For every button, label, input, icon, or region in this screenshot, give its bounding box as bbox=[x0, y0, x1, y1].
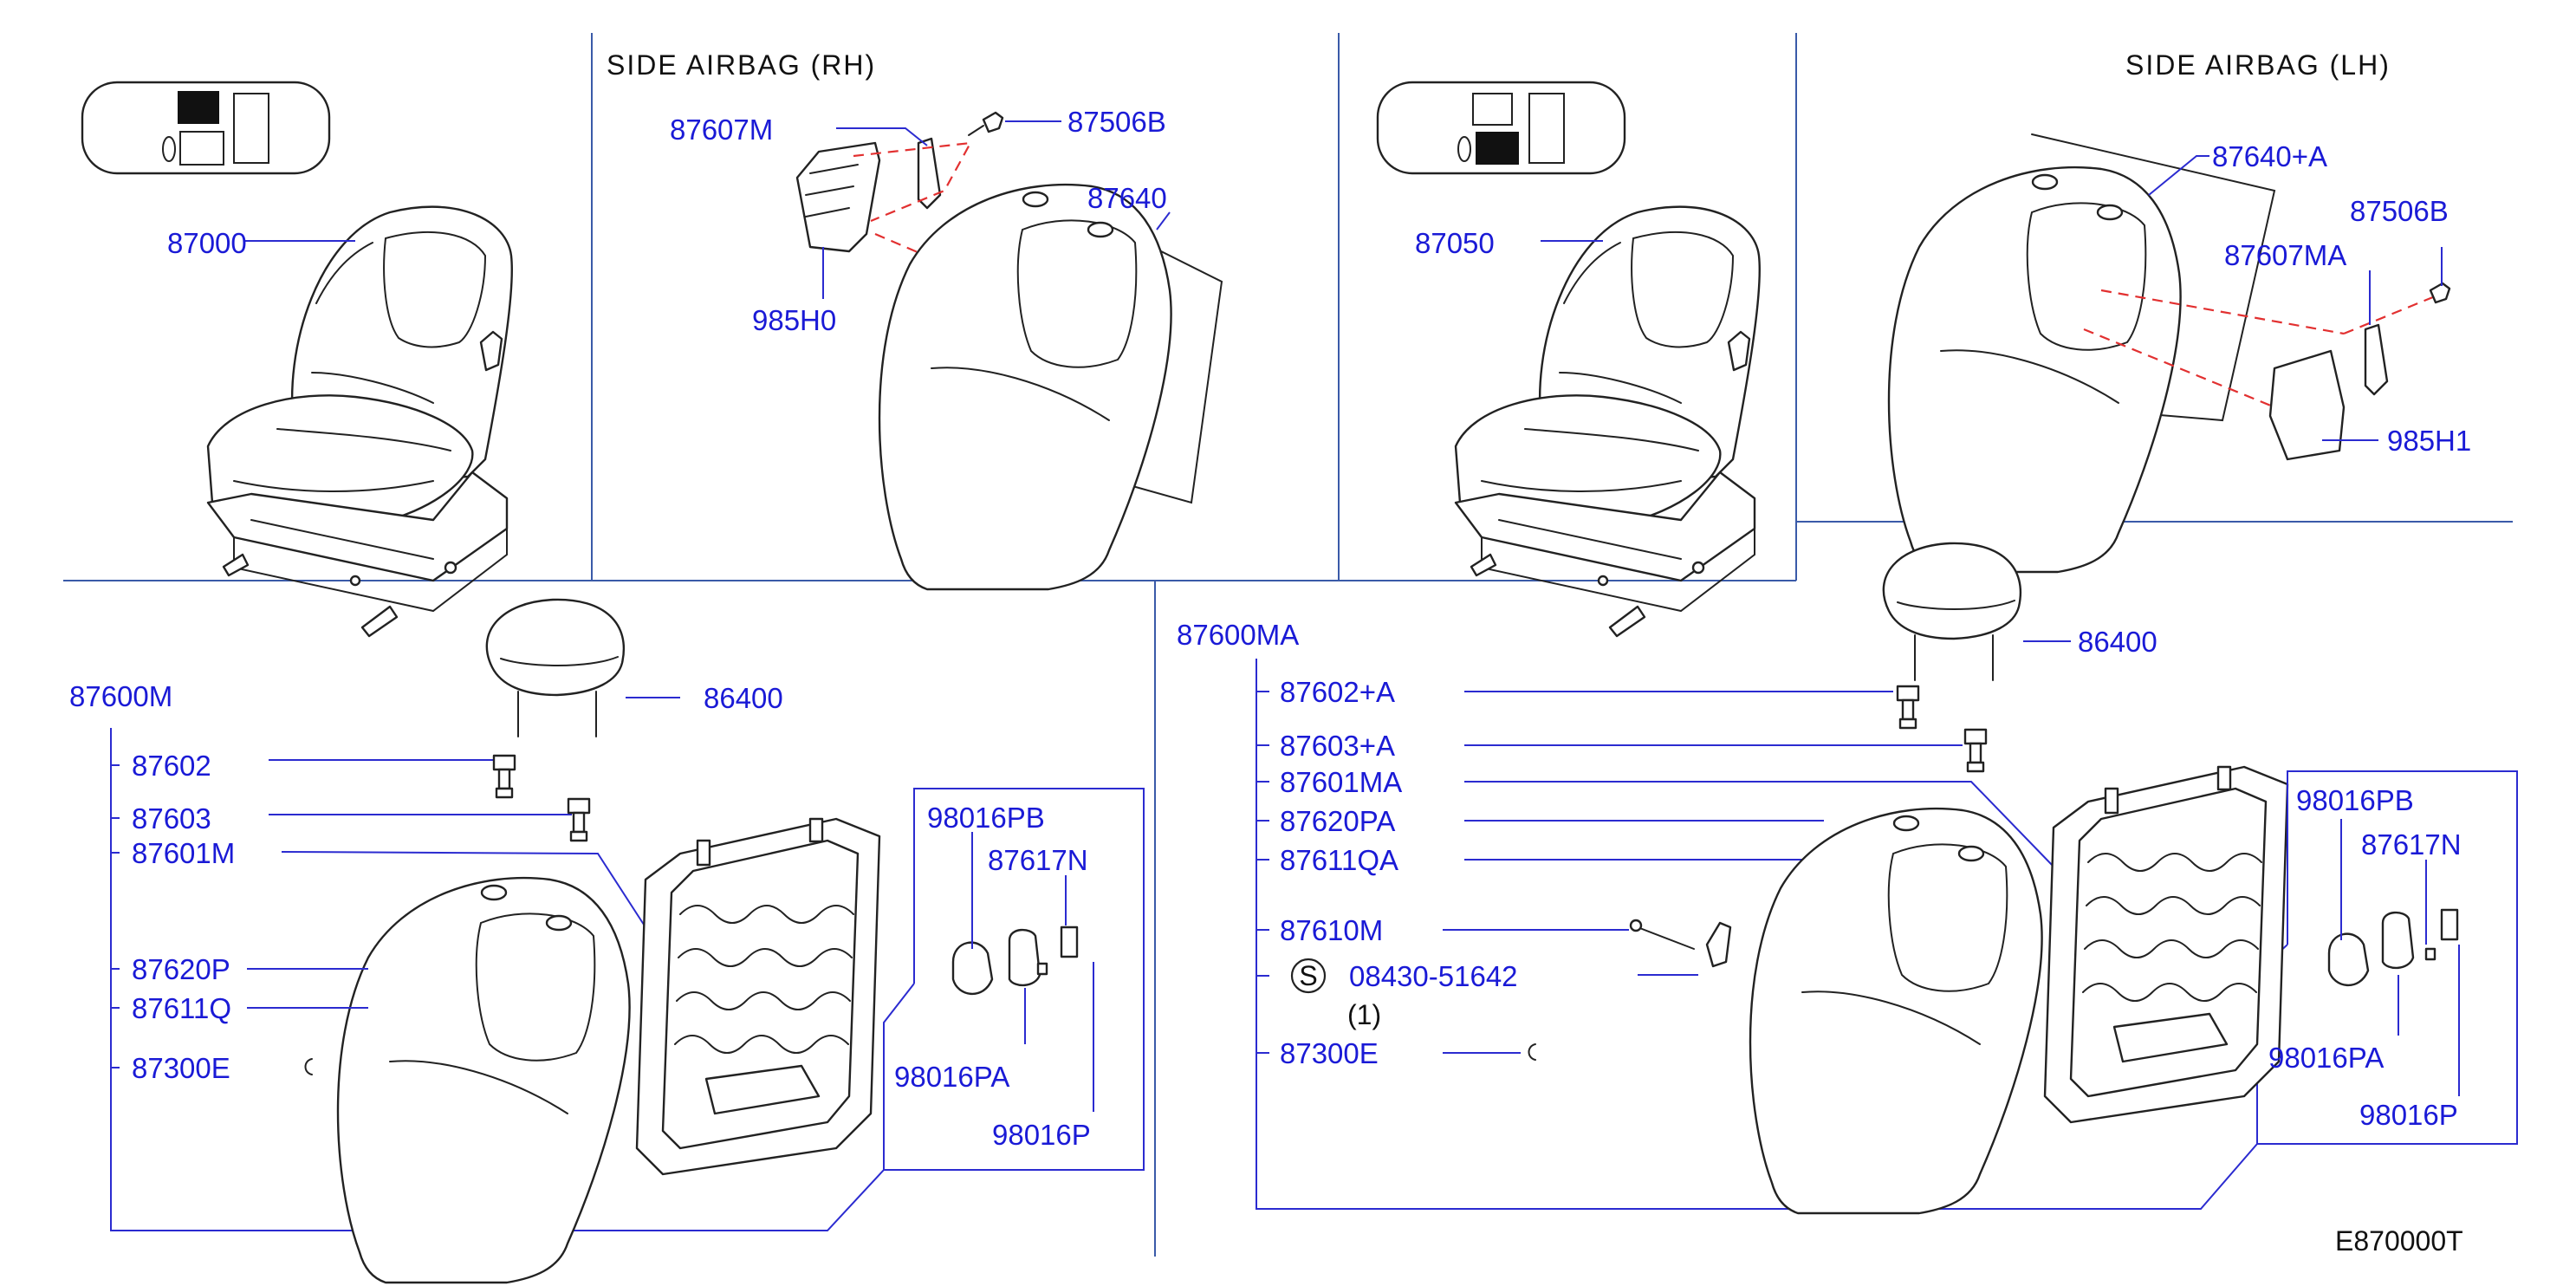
part-98016PB-r[interactable]: 98016PB bbox=[2296, 784, 2414, 816]
part-87611QA[interactable]: 87611QA bbox=[1280, 844, 1398, 876]
part-87602[interactable]: 87602 bbox=[132, 750, 211, 782]
seat-back-pad-r bbox=[1749, 807, 2043, 1215]
part-87300E-r[interactable]: 87300E bbox=[1280, 1037, 1379, 1069]
part-87610M[interactable]: 87610M bbox=[1280, 914, 1383, 946]
seat-back-cover-87640A bbox=[1887, 133, 2276, 574]
part-98016PA-r[interactable]: 98016PA bbox=[2268, 1042, 2384, 1074]
s-symbol: S bbox=[1299, 960, 1317, 991]
headrest-86400-r bbox=[1882, 542, 2022, 682]
part-87601MA[interactable]: 87601MA bbox=[1280, 766, 1402, 798]
part-87620P[interactable]: 87620P bbox=[132, 953, 230, 985]
airbag-module-985H0 bbox=[795, 137, 942, 253]
guide-87603A bbox=[1963, 728, 1988, 773]
panel-airbag-lh: SIDE AIRBAG (LH) 87640+A 87506B 87607MA … bbox=[1887, 49, 2471, 574]
quantity-note: (1) bbox=[1347, 999, 1381, 1030]
bolt-87506B-lh bbox=[2429, 282, 2451, 304]
part-87611Q[interactable]: 87611Q bbox=[132, 992, 231, 1024]
part-98016P-l[interactable]: 98016P bbox=[992, 1119, 1091, 1151]
part-87506B-lh[interactable]: 87506B bbox=[2350, 195, 2449, 227]
s-symbol-circle bbox=[1290, 958, 1327, 994]
panel-seat-rh: 87000 bbox=[81, 81, 513, 638]
part-87602A[interactable]: 87602+A bbox=[1280, 676, 1395, 708]
guide-87602 bbox=[492, 754, 516, 799]
part-87600MA[interactable]: 87600MA bbox=[1177, 619, 1299, 651]
stay-98016-r bbox=[2327, 908, 2459, 987]
panel-87600MA: 87600MA 86400 87602+A 87603+A 87601MA 87… bbox=[1177, 542, 2518, 1215]
guide-87603 bbox=[567, 797, 591, 842]
part-87601M[interactable]: 87601M bbox=[132, 837, 235, 869]
clip-87300E-l bbox=[304, 1058, 313, 1075]
stay-98016-l bbox=[951, 926, 1079, 996]
seat-back-frame-r bbox=[2043, 765, 2289, 1124]
airbag-module-985H1 bbox=[2268, 323, 2389, 461]
heading-airbag-lh: SIDE AIRBAG (LH) bbox=[2125, 49, 2391, 81]
bolt-87506B-rh bbox=[968, 111, 1004, 136]
part-87607M[interactable]: 87607M bbox=[670, 114, 773, 146]
part-98016PB-l[interactable]: 98016PB bbox=[927, 802, 1045, 834]
seat-assembly-illustration-lh bbox=[1454, 205, 1761, 638]
heading-airbag-rh: SIDE AIRBAG (RH) bbox=[607, 49, 876, 81]
part-87506B-rh[interactable]: 87506B bbox=[1067, 106, 1166, 138]
headrest-86400-l bbox=[485, 598, 626, 738]
seat-position-indicator-lh bbox=[1376, 81, 1626, 175]
figure-code: E870000T bbox=[2335, 1225, 2463, 1257]
part-87603A[interactable]: 87603+A bbox=[1280, 730, 1395, 762]
bolt-87610M bbox=[1629, 919, 1732, 968]
part-87300E-l[interactable]: 87300E bbox=[132, 1052, 230, 1084]
part-08430-51642[interactable]: 08430-51642 bbox=[1349, 960, 1518, 992]
part-985H0[interactable]: 985H0 bbox=[752, 304, 836, 336]
part-87617N-l[interactable]: 87617N bbox=[988, 844, 1088, 876]
part-87600M[interactable]: 87600M bbox=[69, 680, 172, 712]
seat-back-frame-l bbox=[635, 817, 881, 1176]
part-86400-l[interactable]: 86400 bbox=[704, 682, 783, 714]
panel-airbag-rh: SIDE AIRBAG (RH) 87506B 87607M 985H0 876… bbox=[607, 49, 1223, 591]
clip-87300E-r bbox=[1528, 1043, 1536, 1061]
part-87617N-r[interactable]: 87617N bbox=[2361, 828, 2462, 861]
part-87000[interactable]: 87000 bbox=[167, 227, 247, 259]
seat-back-pad-l bbox=[336, 876, 631, 1284]
part-98016P-r[interactable]: 98016P bbox=[2359, 1099, 2458, 1131]
part-87640A[interactable]: 87640+A bbox=[2212, 140, 2327, 172]
seat-back-cover-87640 bbox=[878, 183, 1223, 591]
guide-87602A bbox=[1896, 685, 1920, 730]
seat-position-indicator bbox=[81, 81, 331, 175]
part-87640[interactable]: 87640 bbox=[1087, 182, 1167, 214]
part-87603[interactable]: 87603 bbox=[132, 802, 211, 835]
panel-seat-lh: 87050 bbox=[1376, 81, 1761, 638]
seat-assembly-illustration bbox=[206, 205, 513, 638]
part-87050[interactable]: 87050 bbox=[1415, 227, 1495, 259]
part-86400-r[interactable]: 86400 bbox=[2078, 626, 2157, 658]
part-87607MA[interactable]: 87607MA bbox=[2224, 239, 2346, 271]
part-985H1[interactable]: 985H1 bbox=[2387, 425, 2471, 457]
panel-87600M: 87600M 86400 87602 87603 87601M 87620P 8… bbox=[69, 598, 1145, 1284]
part-87620PA[interactable]: 87620PA bbox=[1280, 805, 1395, 837]
part-98016PA-l[interactable]: 98016PA bbox=[894, 1061, 1009, 1093]
